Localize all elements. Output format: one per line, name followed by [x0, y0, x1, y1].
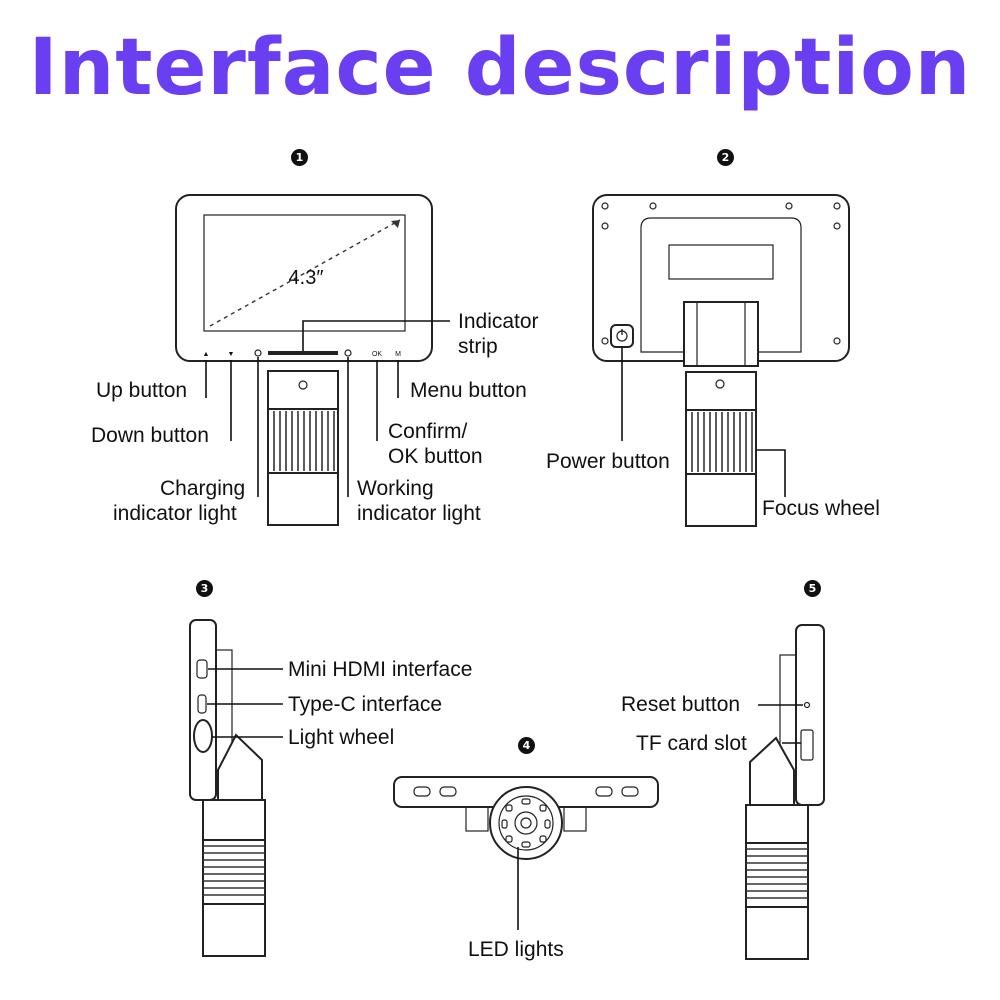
label-led-lights: LED lights	[468, 938, 564, 961]
left-hinge	[217, 733, 263, 801]
front-tube-screw	[298, 380, 308, 390]
back-screw	[833, 202, 841, 210]
label-indicator-strip-2: strip	[458, 335, 498, 358]
label-menu-button: Menu button	[410, 379, 527, 402]
left-grip-lines	[203, 845, 265, 896]
back-screw	[833, 222, 841, 230]
bottom-foot	[621, 786, 639, 797]
right-hinge	[749, 736, 795, 806]
focus-wheel-leader	[756, 449, 786, 497]
label-up-button: Up button	[96, 379, 188, 402]
screen-size-label: 4.3″	[289, 267, 324, 289]
back-grip-lines	[691, 412, 753, 472]
bottom-bracket	[465, 806, 489, 832]
label-charging-2: indicator light	[113, 502, 237, 525]
bottom-foot	[413, 786, 431, 797]
ok-mark: OK	[372, 351, 382, 358]
bottom-bracket	[563, 806, 587, 832]
working-light	[344, 349, 352, 357]
label-working-1: Working	[357, 477, 434, 500]
label-focus-wheel: Focus wheel	[762, 497, 880, 520]
bottom-foot	[439, 786, 457, 797]
right-tube-bottom	[745, 906, 809, 960]
tf-card-slot-shape	[800, 729, 814, 761]
type-c-port	[197, 694, 207, 714]
right-grip-lines	[746, 848, 808, 899]
reset-hole	[803, 701, 811, 709]
front-display-housing	[175, 194, 433, 362]
page-title: Interface description	[28, 23, 972, 113]
back-view	[592, 194, 850, 527]
label-working-2: indicator light	[357, 502, 481, 525]
left-tube-bottom	[202, 903, 266, 957]
step-badge-1: 1	[291, 149, 308, 166]
step-badge-4: 4	[518, 737, 535, 754]
right-focus-grip	[745, 842, 809, 908]
back-tube-screw	[715, 379, 725, 389]
lens-ring	[489, 786, 563, 860]
left-side-view	[189, 619, 283, 957]
lens-center	[514, 811, 538, 835]
diagonal-arrowhead	[391, 220, 400, 228]
hdmi-port	[196, 659, 208, 679]
bottom-foot	[595, 786, 613, 797]
back-tube-top	[685, 371, 757, 411]
left-display-edge	[189, 619, 217, 801]
front-view: 4.3″ ▲ ▼ OK M	[175, 194, 450, 526]
step-badge-5: 5	[804, 580, 821, 597]
label-down-button: Down button	[91, 424, 209, 447]
indicator-strip-bar	[268, 351, 338, 355]
label-charging-1: Charging	[160, 477, 246, 500]
left-focus-grip	[202, 839, 266, 905]
label-power-button: Power button	[546, 450, 670, 473]
front-tube-top	[267, 370, 339, 410]
bottom-view	[393, 776, 659, 930]
label-light-wheel: Light wheel	[288, 726, 395, 749]
label-tf-card-slot: TF card slot	[636, 732, 747, 755]
front-screen	[203, 214, 406, 332]
up-mark: ▲	[203, 351, 210, 358]
step-badge-2: 2	[717, 149, 734, 166]
label-mini-hdmi: Mini HDMI interface	[288, 658, 473, 681]
charging-light	[254, 349, 262, 357]
power-button-shape	[610, 324, 634, 348]
led-dots	[501, 798, 551, 848]
label-indicator-strip-1: Indicator	[458, 310, 539, 333]
back-screw	[601, 222, 609, 230]
indicator-strip-leader	[302, 320, 450, 351]
right-tube-top	[745, 804, 809, 844]
back-screw	[649, 202, 657, 210]
label-confirm-1: Confirm/	[388, 420, 468, 443]
back-tube-bottom	[685, 473, 757, 527]
down-mark: ▼	[228, 351, 235, 358]
label-confirm-2: OK button	[388, 445, 483, 468]
back-screw	[601, 337, 609, 345]
right-side-view	[745, 624, 825, 960]
front-grip-lines	[273, 411, 335, 471]
left-tube-top	[202, 799, 266, 841]
back-hinge	[683, 301, 759, 367]
back-screw	[601, 202, 609, 210]
step-badge-3: 3	[196, 580, 213, 597]
back-stand-plate	[640, 217, 802, 353]
right-display-edge	[795, 624, 825, 806]
label-type-c: Type-C interface	[288, 693, 443, 716]
light-wheel-shape	[193, 719, 213, 753]
back-screw	[833, 337, 841, 345]
label-reset-button: Reset button	[621, 693, 741, 716]
front-tube-bottom	[267, 472, 339, 526]
led-ring	[498, 795, 554, 851]
back-label-area	[668, 244, 774, 280]
back-screw	[785, 202, 793, 210]
menu-mark: M	[395, 351, 401, 358]
lens-core	[520, 817, 532, 829]
